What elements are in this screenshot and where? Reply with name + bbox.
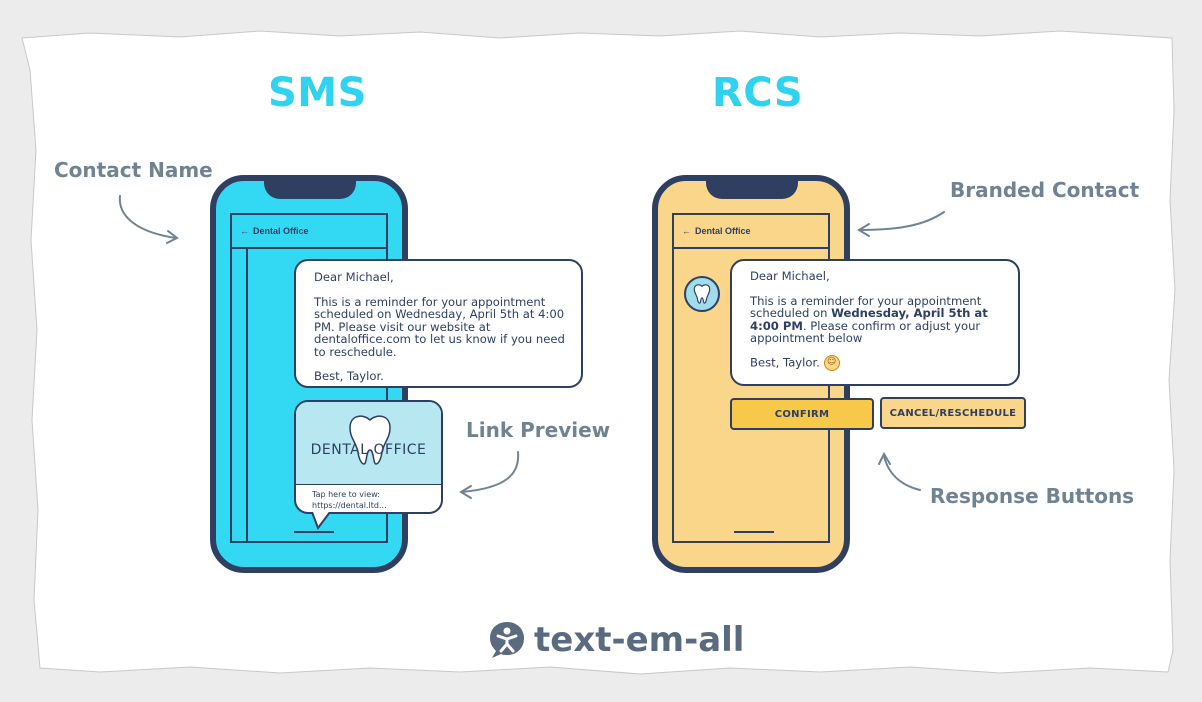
rcs-body-post: . Please confirm or adjust your appointm… [750,318,981,345]
smiley-icon: ☺ [823,354,840,371]
bubble-tail [311,512,331,531]
rcs-greeting: Dear Michael, [750,269,830,283]
rcs-contact-name: Dental Office [695,226,751,236]
cancel-reschedule-button[interactable]: CANCEL/RESCHEDULE [880,397,1026,429]
back-arrow-icon[interactable]: ← [682,226,691,236]
link-preview-card[interactable]: DENTAL OFFICE Tap here to view: https://… [294,400,443,531]
sms-body: This is a reminder for your appointment … [314,294,565,359]
branded-contact-annotation: Branded Contact [950,178,1140,202]
link-preview-url[interactable]: https://dental.ltd... [312,501,387,510]
sms-signoff: Best, Taylor. [314,369,384,383]
tooth-icon [693,284,711,304]
rcs-signoff: Best, Taylor. [750,355,820,369]
sms-contact-name: Dental Office [253,226,309,236]
back-arrow-icon[interactable]: ← [240,226,249,236]
contact-name-annotation: Contact Name [54,158,213,182]
rcs-home-indicator [734,531,774,533]
link-preview-line1: Tap here to view: [312,490,380,499]
brand-logo: text-em-all [488,620,744,660]
link-preview-image: DENTAL OFFICE [296,402,441,485]
confirm-button[interactable]: CONFIRM [730,398,874,430]
rcs-body-bold: Wednesday, April 5th at 4:00 PM [750,306,988,333]
link-preview-annotation: Link Preview [466,418,611,442]
rcs-body: This is a reminder for your appointment … [750,293,1004,345]
sms-heading: SMS [268,70,367,116]
tooth-icon [349,415,391,465]
rcs-contact-header[interactable]: ← Dental Office [674,215,828,249]
rcs-body-pre: This is a reminder for your appointment … [750,293,982,320]
dental-office-avatar [684,276,720,312]
rcs-heading: RCS [712,70,804,116]
sms-greeting: Dear Michael, [314,270,394,284]
text-em-all-logo-icon [490,622,524,658]
sms-contact-header[interactable]: ← Dental Office [232,215,386,249]
rcs-phone-notch [706,179,798,199]
rcs-signoff-line: Best, Taylor. ☺ [750,354,1004,371]
rcs-message-bubble: Dear Michael, This is a reminder for you… [730,259,1020,386]
response-buttons-annotation: Response Buttons [930,484,1135,508]
sms-home-indicator [294,531,334,533]
sms-phone-notch [264,179,356,199]
brand-name: text-em-all [534,620,745,660]
link-preview-title: DENTAL OFFICE [310,442,427,458]
sms-message-bubble: Dear Michael, This is a reminder for you… [294,259,583,388]
